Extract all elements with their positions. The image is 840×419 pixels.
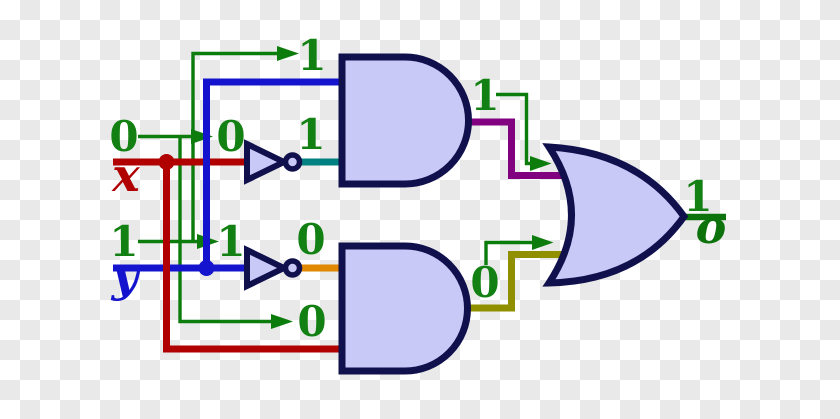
label-not1-input: 0 — [216, 112, 245, 161]
label-and2-input-annotation: 0 — [297, 297, 326, 346]
x-to-and2-annotation-line — [178, 136, 276, 324]
arrow-right-icon — [530, 156, 552, 171]
wire-layer — [113, 78, 726, 353]
not-gate-2-bubble — [282, 258, 303, 278]
arrow-right-icon — [191, 129, 213, 144]
gate-layer — [244, 53, 689, 375]
junction-dot-y — [198, 260, 215, 276]
y-to-and1-annotation-line — [191, 51, 282, 242]
label-x-value: 0 — [109, 112, 138, 161]
label-layer: 0 x 1 y 0 1 1 0 1 0 1 0 1 o — [109, 31, 726, 346]
wire-and1-to-or — [466, 118, 567, 179]
not-gate-1 — [244, 139, 291, 185]
not-gate-1-bubble — [282, 152, 303, 172]
arrow-right-icon — [271, 314, 293, 329]
label-not2-input: 1 — [216, 217, 245, 266]
label-and1-output: 1 — [470, 71, 499, 120]
label-output-value: 1 — [683, 172, 712, 221]
label-x-name: x — [111, 148, 140, 202]
label-not2-output: 0 — [296, 215, 325, 264]
label-not1-output: 1 — [296, 110, 325, 159]
wire-x-branch-to-and2 — [163, 162, 345, 353]
arrow-right-icon — [532, 235, 554, 250]
and2-output-annotation-line — [484, 240, 536, 265]
wire-and2-to-or — [466, 251, 566, 312]
label-and2-output: 0 — [470, 258, 499, 307]
and-gate-1 — [338, 53, 472, 188]
and-gate-2 — [338, 242, 471, 375]
and1-output-annotation-line — [496, 92, 533, 166]
wire-y-branch-to-and1 — [203, 78, 345, 268]
label-and1-input-annotation: 1 — [297, 31, 326, 80]
not-gate-2 — [244, 245, 291, 291]
arrow-right-icon — [277, 46, 299, 61]
junction-dot-x — [158, 154, 175, 170]
or-gate — [542, 143, 689, 287]
label-y-value: 1 — [109, 217, 138, 266]
label-y-name: y — [111, 248, 142, 302]
label-output-name: o — [696, 200, 727, 254]
